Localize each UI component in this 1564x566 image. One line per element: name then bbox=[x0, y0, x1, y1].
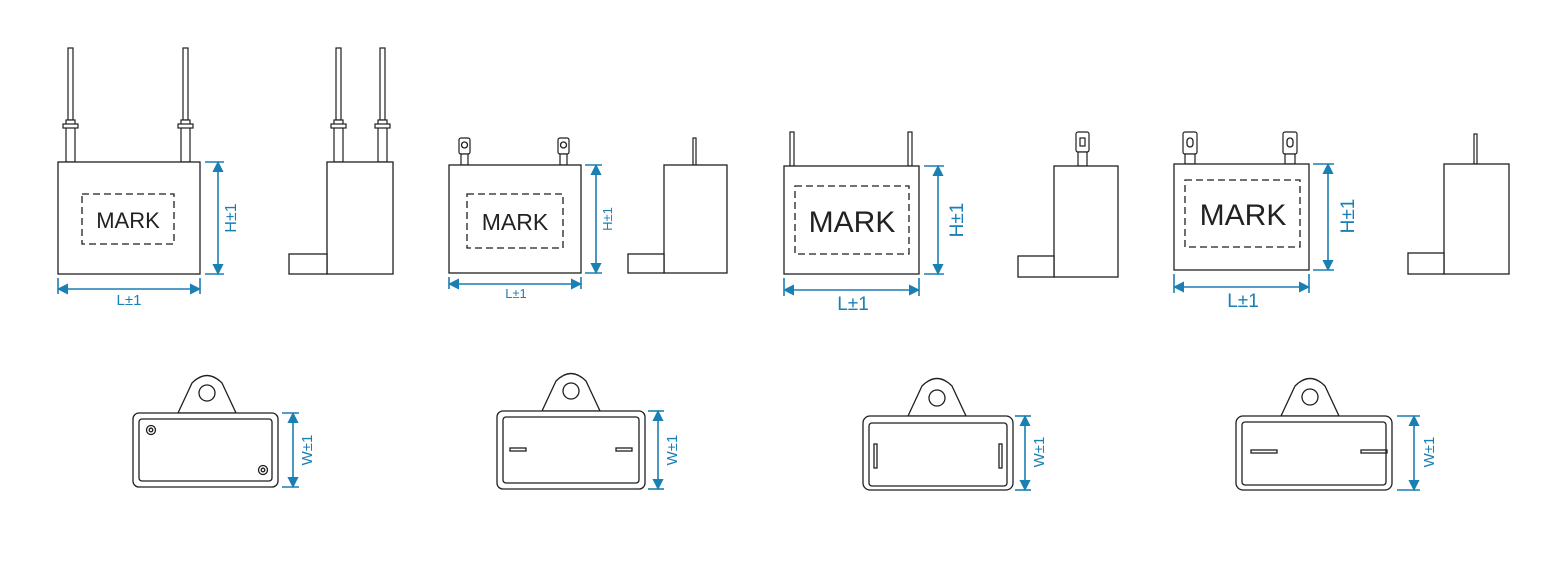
mounting-tab bbox=[1017, 255, 1055, 278]
variant-4-front-view: MARK L±1 H±1 bbox=[1172, 131, 1359, 312]
mark-box bbox=[81, 193, 175, 245]
mark-box bbox=[466, 193, 564, 249]
length-label: L±1 bbox=[1227, 291, 1259, 312]
variant-3-top-view: W±1 bbox=[862, 377, 1048, 492]
capacitor-body bbox=[448, 164, 582, 274]
height-label: H±1 bbox=[600, 207, 615, 231]
width-label: W±1 bbox=[299, 435, 316, 466]
variant-1-front-view: MARK L±1 H±1 bbox=[56, 47, 240, 309]
top-body bbox=[496, 410, 646, 490]
side-body bbox=[1443, 163, 1510, 275]
mounting-tab bbox=[1407, 252, 1445, 275]
capacitor-body bbox=[1173, 163, 1310, 271]
variant-1-top-view: W±1 bbox=[132, 374, 316, 489]
height-label: H±1 bbox=[947, 203, 968, 238]
height-label: H±1 bbox=[1338, 199, 1359, 234]
length-label: L±1 bbox=[837, 294, 869, 315]
variant-2-front-view: MARK L±1 H±1 bbox=[447, 137, 615, 301]
mark-label: MARK bbox=[1200, 199, 1287, 232]
top-body bbox=[862, 415, 1014, 491]
pin-terminal-left bbox=[789, 131, 795, 167]
variant-1-side-view bbox=[288, 47, 394, 275]
mark-box bbox=[794, 185, 910, 255]
top-body bbox=[1235, 415, 1393, 491]
variant-3-front-view: MARK L±1 H±1 bbox=[782, 131, 968, 315]
tab-terminal-left bbox=[1182, 131, 1198, 165]
mounting-tab bbox=[627, 253, 665, 274]
tab-terminal-left bbox=[458, 137, 471, 166]
variant-2-side-view bbox=[627, 137, 728, 274]
variant-4-side-view bbox=[1407, 133, 1510, 275]
pin-terminal-right bbox=[907, 131, 913, 167]
height-label: H±1 bbox=[223, 203, 240, 232]
mark-label: MARK bbox=[482, 209, 549, 235]
mounting-tab bbox=[288, 253, 328, 275]
width-label: W±1 bbox=[664, 435, 681, 466]
top-body bbox=[132, 412, 279, 488]
mark-label: MARK bbox=[809, 206, 896, 239]
wire-lead-right bbox=[177, 47, 194, 163]
capacitor-body bbox=[783, 165, 920, 275]
width-label: W±1 bbox=[1421, 437, 1438, 468]
mark-label: MARK bbox=[96, 208, 160, 233]
variant-4-top-view: W±1 bbox=[1235, 377, 1438, 492]
length-label: L±1 bbox=[117, 292, 142, 309]
side-body bbox=[326, 161, 394, 275]
width-label: W±1 bbox=[1031, 437, 1048, 468]
variant-3-side-view bbox=[1017, 131, 1119, 278]
length-label: L±1 bbox=[505, 286, 527, 301]
side-body bbox=[1053, 165, 1119, 278]
mark-box bbox=[1184, 179, 1301, 248]
variant-2-top-view: W±1 bbox=[496, 372, 681, 491]
side-body bbox=[663, 164, 728, 274]
wire-lead-left bbox=[62, 47, 79, 163]
tab-terminal-right bbox=[557, 137, 570, 166]
tab-terminal-right bbox=[1282, 131, 1298, 165]
